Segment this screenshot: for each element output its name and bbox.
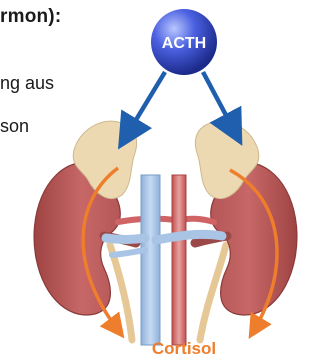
left-renal-vein xyxy=(106,238,145,240)
aorta xyxy=(172,175,186,345)
vena-cava xyxy=(141,175,160,345)
cortisol-label: Cortisol xyxy=(152,339,216,358)
right-renal-vein xyxy=(156,234,222,240)
acth-label: ACTH xyxy=(162,35,206,52)
acth-arrow-left xyxy=(125,72,165,138)
